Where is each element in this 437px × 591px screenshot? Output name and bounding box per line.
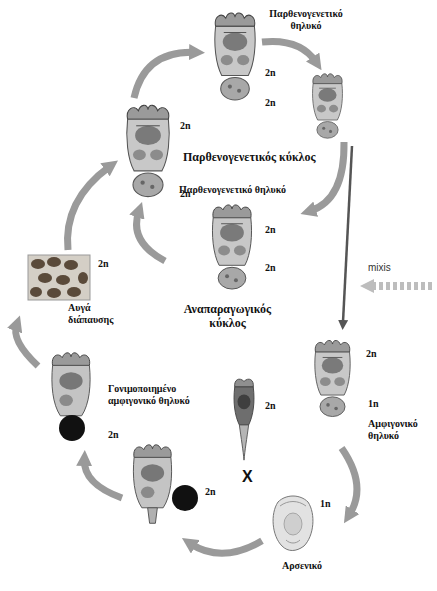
mixis-stimulus-arrow xyxy=(370,282,432,290)
stage-label: Αρσενικό xyxy=(262,560,342,572)
resting-egg xyxy=(172,485,198,511)
text-holder: 2n xyxy=(180,120,191,132)
text-holder: 1n xyxy=(368,398,379,410)
female-figure xyxy=(234,379,254,460)
text-holder: Αμφιγονικό θηλυκό xyxy=(368,418,432,442)
text-holder: Παρθενογενετικό θηλυκό xyxy=(262,8,350,32)
text-holder: Αρσενικό xyxy=(262,560,342,572)
text-holder: 2n xyxy=(366,348,377,360)
ploidy-label: 1n xyxy=(368,398,379,410)
text-holder: 2n xyxy=(108,429,119,441)
resting-egg xyxy=(59,415,85,441)
ploidy-label: 2n xyxy=(180,120,191,132)
stage-label: Παρθενογενετικό θηλυκό xyxy=(262,8,350,32)
ploidy-label: 2n xyxy=(265,400,276,412)
text-holder: Γονιμοποιημένο αμφιγονικό θηλυκό xyxy=(108,383,192,407)
ploidy-label: 2n xyxy=(265,224,276,236)
ploidy-label: 2n xyxy=(108,429,119,441)
text-holder: Αυγά διάπαυσης xyxy=(68,302,138,326)
parthenogenetic-female-figure xyxy=(215,13,255,100)
text-holder: X xyxy=(242,468,253,486)
ploidy-label: 2n xyxy=(265,97,276,109)
cycle-arrow xyxy=(342,448,357,515)
stage-label: Αμφιγονικό θηλυκό xyxy=(368,418,432,442)
text-holder: Παρθενογενετικό θηλυκό xyxy=(165,184,300,196)
stage-node: 2n 1nΑμφιγονικό θηλυκό xyxy=(302,333,434,448)
stage-label: Παρθενογενετικό θηλυκό xyxy=(165,184,300,196)
parthenogenetic-female-figure xyxy=(313,74,343,138)
text-holder: mixis xyxy=(368,262,391,274)
ploidy-label: 2n xyxy=(265,67,276,79)
ploidy-label: 2n xyxy=(205,486,216,498)
text-holder: 2n xyxy=(98,258,109,270)
stage-node: 2n xyxy=(122,438,222,538)
text-holder: 2n xyxy=(265,262,276,274)
text-holder: Παρθενογενετικός κύκλος xyxy=(183,150,316,164)
stage-node: Παρθενογενετικό θηλυκό 2n 2n xyxy=(205,5,352,111)
stage-node: 1nΑρσενικό xyxy=(262,488,344,576)
stage-node: Γονιμοποιημένο αμφιγονικό θηλυκό 2n xyxy=(38,345,194,450)
cycle-arrow xyxy=(84,460,122,498)
parthenogenetic-female-figure xyxy=(127,105,169,196)
cycle-arrow xyxy=(137,212,165,262)
stage-node: 2n xyxy=(222,372,287,462)
stage-label: Γονιμοποιημένο αμφιγονικό θηλυκό xyxy=(108,383,192,407)
ploidy-label: 2n xyxy=(366,348,377,360)
resting-eggs-photo xyxy=(28,255,90,300)
cycle-arrow xyxy=(134,52,195,98)
mating-mark: X xyxy=(242,468,253,486)
parthenogenetic-female-figure xyxy=(212,205,251,289)
cycle-arrow xyxy=(262,41,316,62)
cycle-arrow xyxy=(190,541,262,554)
ploidy-label: 1n xyxy=(320,498,331,510)
text-holder: Αναπαραγωγικός κύκλος xyxy=(180,302,275,330)
ploidy-label: 2n xyxy=(265,262,276,274)
text-holder: 2n xyxy=(265,97,276,109)
cycle-title: Αναπαραγωγικός κύκλος xyxy=(180,302,275,330)
fertilized-female-figure xyxy=(133,445,171,523)
text-holder: 2n xyxy=(205,486,216,498)
text-holder: 2n xyxy=(265,224,276,236)
cycle-arrow xyxy=(68,166,110,250)
ploidy-label: 2n xyxy=(98,258,109,270)
stage-node: Παρθενογενετικό θηλυκό 2n 2n xyxy=(165,184,302,294)
text-holder: 2n xyxy=(265,67,276,79)
text-holder: 1n xyxy=(320,498,331,510)
mictic-female-figure xyxy=(315,340,350,416)
stage-label: Αυγά διάπαυσης xyxy=(68,302,138,326)
stage-node: 2nΑυγά διάπαυσης xyxy=(20,250,140,332)
cycle-arrow xyxy=(16,325,38,366)
cycle-title: Παρθενογενετικός κύκλος xyxy=(183,150,316,164)
mixis-label: mixis xyxy=(368,262,391,274)
mixis-arrow xyxy=(343,146,352,322)
text-holder: 2n xyxy=(265,400,276,412)
male-figure xyxy=(273,496,313,551)
